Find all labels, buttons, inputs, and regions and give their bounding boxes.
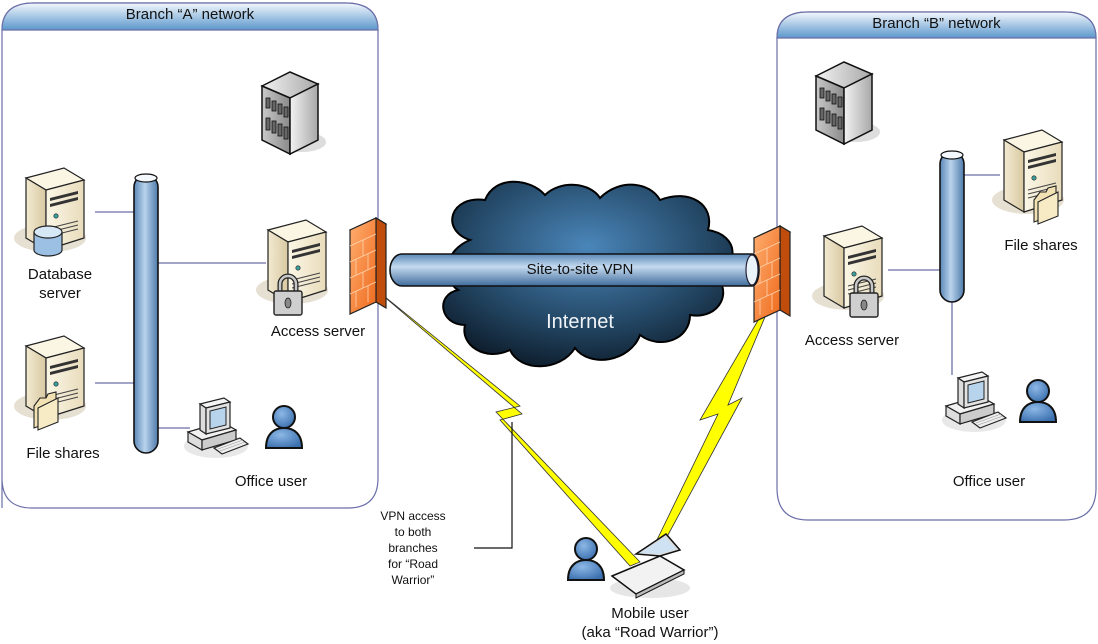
branch-b-office-user-label: Office user — [952, 473, 1026, 490]
mobile-user-icon — [567, 537, 605, 581]
branch-a-links — [95, 211, 266, 429]
vpn-callout-text: VPN access to both branches for “Road Wa… — [380, 509, 446, 587]
branch-a-office-user-label: Office user — [234, 473, 308, 490]
internet-label: Internet — [546, 311, 614, 333]
database-server-label: Database server — [27, 266, 93, 302]
vpn-tunnel-label: Site-to-site VPN — [526, 261, 634, 278]
site-to-site-vpn-tunnel — [389, 253, 760, 287]
branch-a-header — [1, 2, 379, 31]
branch-b-file-shares-label: File shares — [1004, 237, 1078, 254]
branch-a-access-server-label: Access server — [270, 323, 366, 340]
branch-a-building-icon — [261, 71, 327, 155]
mobile-user-label: Mobile user (aka “Road Warrior”) — [581, 605, 719, 641]
branch-a-title: Branch “A” network — [125, 6, 255, 23]
branch-b-header — [776, 11, 1097, 39]
branch-b-backbone — [939, 150, 965, 303]
callout-leader-line — [474, 422, 513, 549]
branch-b-title: Branch “B” network — [872, 15, 1001, 32]
laptop-icon — [610, 533, 690, 599]
vpn-link-lightning-a-icon — [373, 287, 641, 567]
branch-a-backbone — [133, 173, 159, 454]
branch-b-access-server-label: Access server — [804, 332, 900, 349]
branch-a-file-shares-label: File shares — [26, 445, 100, 462]
branch-a-firewall-icon — [349, 217, 387, 315]
branch-b-building-icon — [815, 61, 881, 145]
branch-b-links — [888, 174, 1000, 375]
